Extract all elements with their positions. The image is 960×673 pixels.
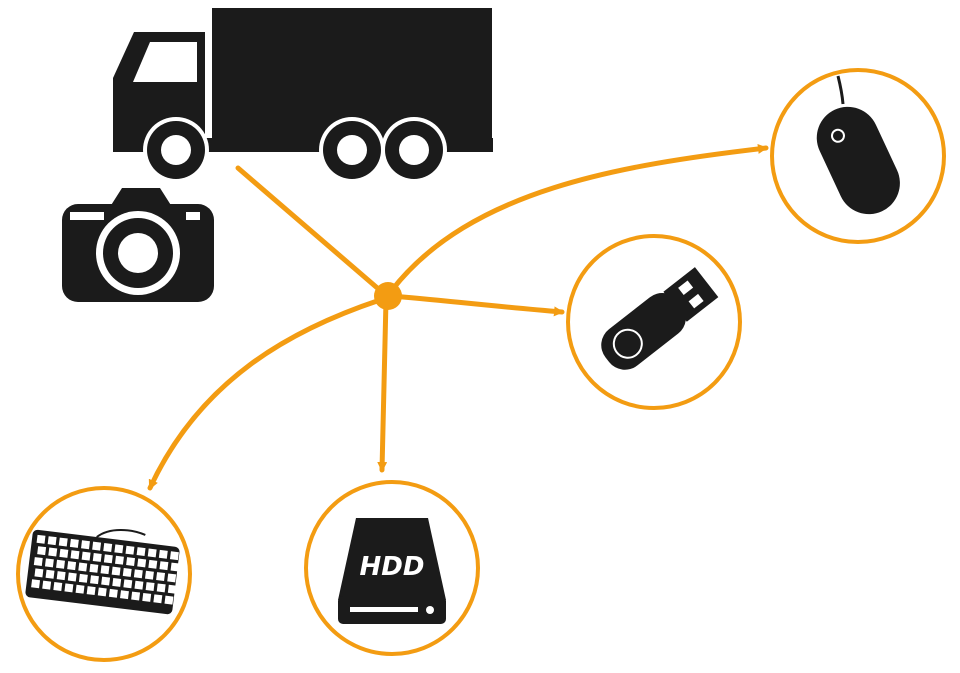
truck-icon [113,8,493,183]
keyboard-key [108,588,118,598]
keyboard-key [48,547,58,557]
keyboard-key [101,576,111,586]
keyboard-key [67,561,77,571]
keyboard-key [156,572,166,581]
keyboard-icon [25,528,180,615]
keyboard-key [81,551,91,561]
connector-hub-to-keyboard [147,297,383,491]
camera-icon [62,188,214,302]
keyboard-key [131,591,141,601]
keyboard-key [167,573,177,583]
keyboard-key [86,586,96,596]
mouse-node [770,68,946,244]
keyboard-key [126,557,136,567]
keyboard-key [59,548,69,558]
keyboard-key [92,541,102,551]
keyboard-key [103,543,113,552]
keyboard-key [64,583,74,593]
keyboard-key [112,577,122,587]
keyboard-key [78,562,88,572]
keyboard-key [92,553,102,562]
usb-node [566,234,742,410]
keyboard-key [136,547,146,557]
keyboard-key [31,579,41,589]
keyboard-key [134,580,144,590]
usb-flash-drive-icon [601,267,719,370]
keyboard-key [69,538,79,548]
keyboard-key [164,595,174,605]
keyboard-key [169,551,179,561]
keyboard-key [56,559,65,569]
keyboard-key [125,545,135,555]
hdd-node: HDD [304,480,480,656]
keyboard-key [44,558,54,568]
keyboard-key [56,571,66,581]
keyboard-key [114,544,124,554]
connectors [147,143,769,491]
keyboard-key [120,590,129,600]
keyboard-key [36,534,46,544]
keyboard-key [81,540,90,550]
keyboard-key [37,546,47,556]
keyboard-key [100,565,110,575]
keyboard-key [123,579,133,589]
keyboard-key [70,550,80,560]
keyboard-key [167,584,177,594]
keyboard-key [137,558,147,568]
keyboard-key [67,572,77,582]
keyboard-key [89,563,99,573]
keyboard-key [75,584,85,594]
hdd-icon: HDD [338,518,446,624]
keyboard-key [34,568,44,578]
truck-wheel-front [147,121,205,179]
keyboard-key [53,582,63,591]
keyboard-key [47,536,57,546]
keyboard-key [78,573,88,583]
hdd-label: HDD [360,552,425,582]
keyboard-key [147,548,157,558]
keyboard-key [122,567,132,577]
connector-truck-to-hub [235,165,385,295]
truck-wheel-rear-2 [385,121,443,179]
keyboard-key [97,587,107,597]
connector-hub-to-mouse [389,143,769,293]
keyboard-key [103,554,113,564]
keyboard-key [142,592,152,602]
keyboard-node [16,486,192,662]
keyboard-key [133,569,143,579]
mouse-icon [816,106,900,215]
keyboard-key [144,570,154,580]
keyboard-key [153,594,163,604]
keyboard-key [111,566,121,576]
keyboard-key [145,582,155,591]
keyboard-key [159,561,169,571]
keyboard-key [58,537,68,547]
keyboard-key [42,580,52,590]
keyboard-key [156,583,166,593]
hub-node [374,282,402,310]
keyboard-key [90,575,99,585]
truck-wheel-rear-1 [323,121,381,179]
keyboard-key [170,562,180,572]
connector-hub-to-hdd [377,297,389,473]
keyboard-key [158,549,168,559]
keyboard-key [148,559,158,569]
keyboard-key [45,569,55,579]
keyboard-key [33,557,43,566]
keyboard-key [114,555,124,565]
connector-hub-to-usb [389,293,565,317]
